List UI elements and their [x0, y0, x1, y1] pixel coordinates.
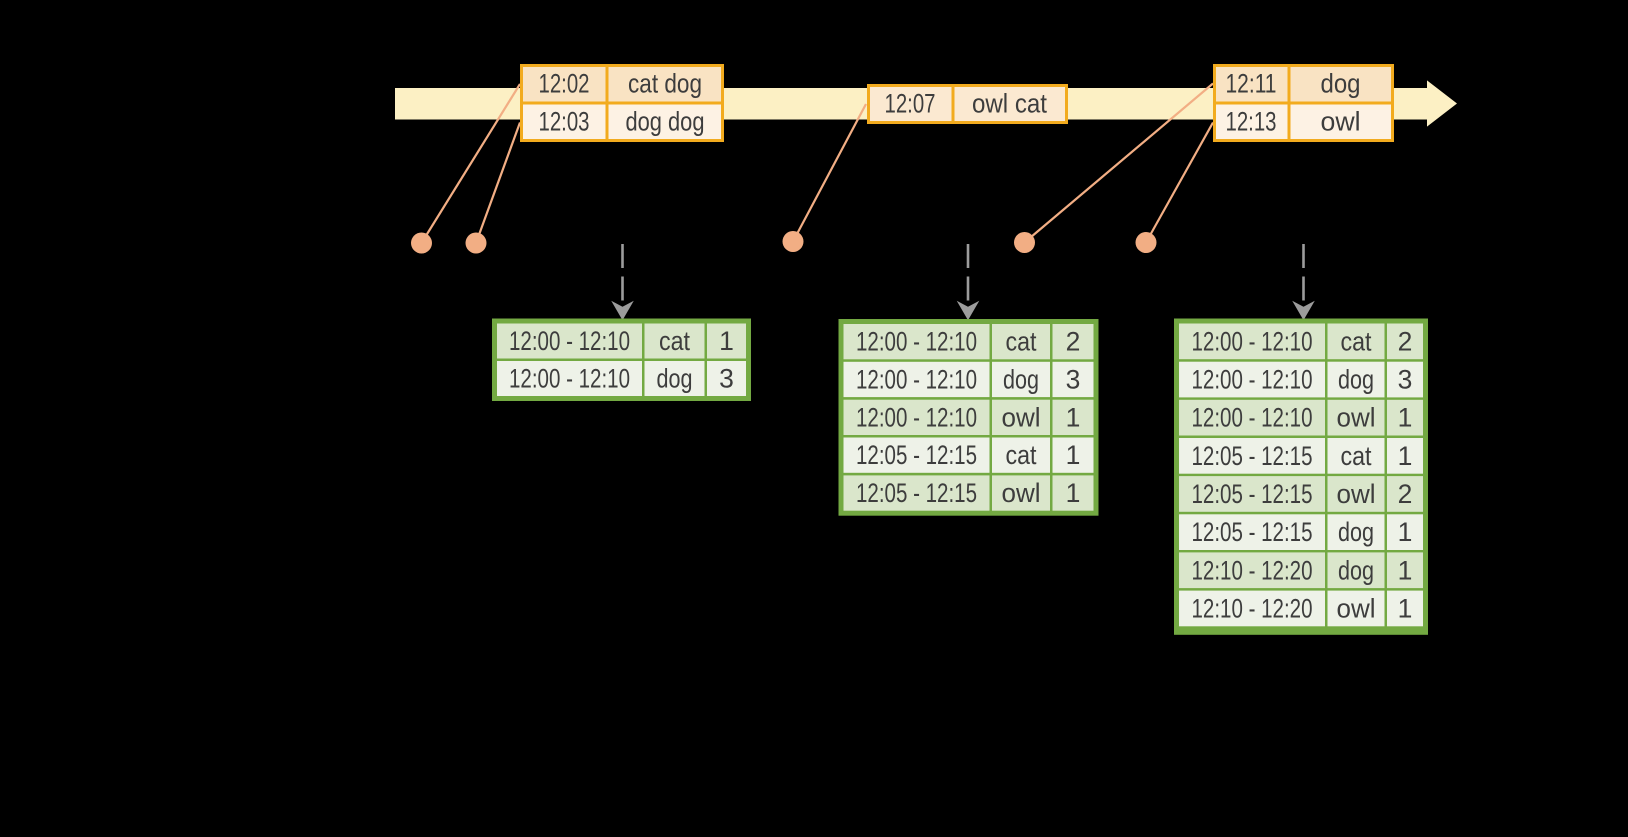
svg-text:cat dog: cat dog [628, 69, 702, 99]
svg-text:12:02: 12:02 [539, 69, 590, 99]
svg-text:12:11: 12:11 [1226, 69, 1277, 99]
svg-text:12:00 - 12:10: 12:00 - 12:10 [1192, 365, 1313, 395]
svg-text:cat: cat [1006, 327, 1038, 357]
svg-text:dog: dog [1003, 365, 1039, 395]
svg-text:12:00 - 12:10: 12:00 - 12:10 [509, 326, 630, 356]
svg-text:12:00 - 12:10: 12:00 - 12:10 [856, 402, 977, 432]
svg-text:1: 1 [1066, 478, 1081, 508]
svg-text:cat: cat [1341, 326, 1373, 356]
svg-text:1: 1 [1066, 440, 1081, 470]
svg-text:12:10 - 12:20: 12:10 - 12:20 [1192, 594, 1313, 624]
svg-text:2: 2 [1398, 326, 1413, 356]
svg-text:12:05 - 12:15: 12:05 - 12:15 [1192, 479, 1313, 509]
svg-text:1: 1 [1398, 403, 1413, 433]
svg-text:12:00 - 12:10: 12:00 - 12:10 [1192, 326, 1313, 356]
svg-text:dog: dog [657, 364, 693, 394]
svg-text:12:03: 12:03 [539, 107, 590, 137]
svg-text:dog dog: dog dog [626, 107, 705, 137]
svg-text:3: 3 [1398, 365, 1413, 395]
svg-text:owl: owl [1337, 594, 1376, 624]
svg-text:owl: owl [1002, 478, 1041, 508]
svg-text:12:00 - 12:10: 12:00 - 12:10 [1192, 403, 1313, 433]
svg-text:cat: cat [1341, 441, 1373, 471]
svg-text:3: 3 [719, 364, 734, 394]
svg-text:2: 2 [1066, 327, 1081, 357]
svg-text:1: 1 [1066, 402, 1081, 432]
svg-text:3: 3 [1066, 365, 1081, 395]
svg-text:12:00 - 12:10: 12:00 - 12:10 [509, 364, 630, 394]
svg-text:owl: owl [1002, 402, 1041, 432]
svg-text:12:05 - 12:15: 12:05 - 12:15 [856, 478, 977, 508]
svg-text:1: 1 [1398, 517, 1413, 547]
svg-text:2: 2 [1398, 479, 1413, 509]
svg-text:12:10 - 12:20: 12:10 - 12:20 [1192, 555, 1313, 585]
svg-text:12:05 - 12:15: 12:05 - 12:15 [1192, 517, 1313, 547]
svg-text:1: 1 [719, 326, 734, 356]
svg-text:1: 1 [1398, 555, 1413, 585]
svg-text:12:00 - 12:10: 12:00 - 12:10 [856, 365, 977, 395]
svg-text:12:05 - 12:15: 12:05 - 12:15 [856, 440, 977, 470]
svg-text:12:13: 12:13 [1226, 107, 1277, 137]
svg-text:cat: cat [1006, 440, 1038, 470]
svg-text:dog: dog [1338, 365, 1374, 395]
svg-text:1: 1 [1398, 594, 1413, 624]
svg-text:owl: owl [1337, 479, 1376, 509]
svg-text:12:05 - 12:15: 12:05 - 12:15 [1192, 441, 1313, 471]
svg-text:cat: cat [659, 326, 691, 356]
svg-text:12:07: 12:07 [885, 89, 936, 119]
svg-text:owl: owl [1337, 403, 1376, 433]
svg-text:dog: dog [1338, 555, 1374, 585]
svg-text:owl: owl [1321, 107, 1361, 137]
svg-text:dog: dog [1338, 517, 1374, 547]
svg-text:12:00 - 12:10: 12:00 - 12:10 [856, 327, 977, 357]
svg-text:1: 1 [1398, 441, 1413, 471]
svg-text:dog: dog [1321, 69, 1361, 99]
svg-text:owl cat: owl cat [972, 89, 1048, 119]
